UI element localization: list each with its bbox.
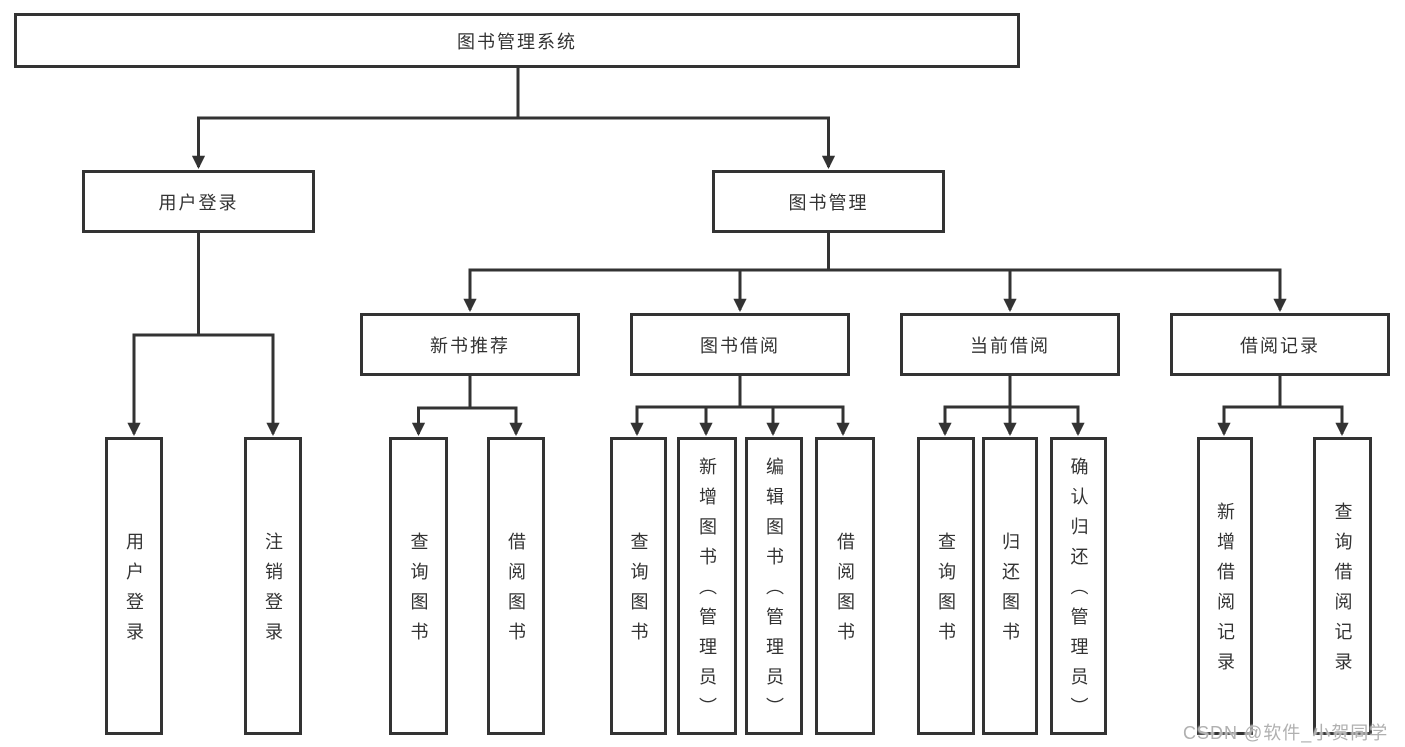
leaf-cb-return-books: 归还图书 [982,437,1038,735]
leaf-bb-add-books-admin: 新增图书（管理员） [677,437,737,735]
leaf-bb-add-books-admin-label: 新增图书（管理员） [697,457,717,727]
node-borrowing-records: 借阅记录 [1170,313,1390,376]
leaf-logout: 注销登录 [244,437,302,735]
leaf-user-login-label: 用户登录 [124,532,144,652]
leaf-br-add-record: 新增借阅记录 [1197,437,1253,735]
leaf-bb-borrow-books-label: 借阅图书 [835,532,855,652]
node-book-management: 图书管理 [712,170,945,233]
leaf-nbr-query-books: 查询图书 [389,437,448,735]
node-book-borrowing: 图书借阅 [630,313,850,376]
node-new-book-recommend: 新书推荐 [360,313,580,376]
leaf-nbr-borrow-books: 借阅图书 [487,437,545,735]
leaf-br-add-record-label: 新增借阅记录 [1215,502,1235,682]
leaf-cb-confirm-return-admin-label: 确认归还（管理员） [1068,457,1089,727]
node-library-management-system: 图书管理系统 [14,13,1020,68]
leaf-bb-edit-books-admin-label: 编辑图书（管理员） [764,457,784,727]
leaf-br-query-record: 查询借阅记录 [1313,437,1372,735]
leaf-br-query-record-label: 查询借阅记录 [1332,502,1353,682]
leaf-nbr-query-books-label: 查询图书 [408,532,429,652]
leaf-cb-return-books-label: 归还图书 [1000,532,1020,652]
leaf-nbr-borrow-books-label: 借阅图书 [506,532,526,652]
leaf-user-login: 用户登录 [105,437,163,735]
leaf-bb-edit-books-admin: 编辑图书（管理员） [745,437,803,735]
leaf-bb-borrow-books: 借阅图书 [815,437,875,735]
leaf-cb-confirm-return-admin: 确认归还（管理员） [1050,437,1107,735]
leaf-cb-query-books: 查询图书 [917,437,975,735]
leaf-cb-query-books-label: 查询图书 [936,532,956,652]
leaf-logout-label: 注销登录 [263,532,283,652]
watermark: CSDN @软件_小贺同学 [1183,723,1389,743]
leaf-bb-query-books: 查询图书 [610,437,667,735]
node-user-login: 用户登录 [82,170,315,233]
leaf-bb-query-books-label: 查询图书 [628,532,649,652]
node-current-borrowing: 当前借阅 [900,313,1120,376]
